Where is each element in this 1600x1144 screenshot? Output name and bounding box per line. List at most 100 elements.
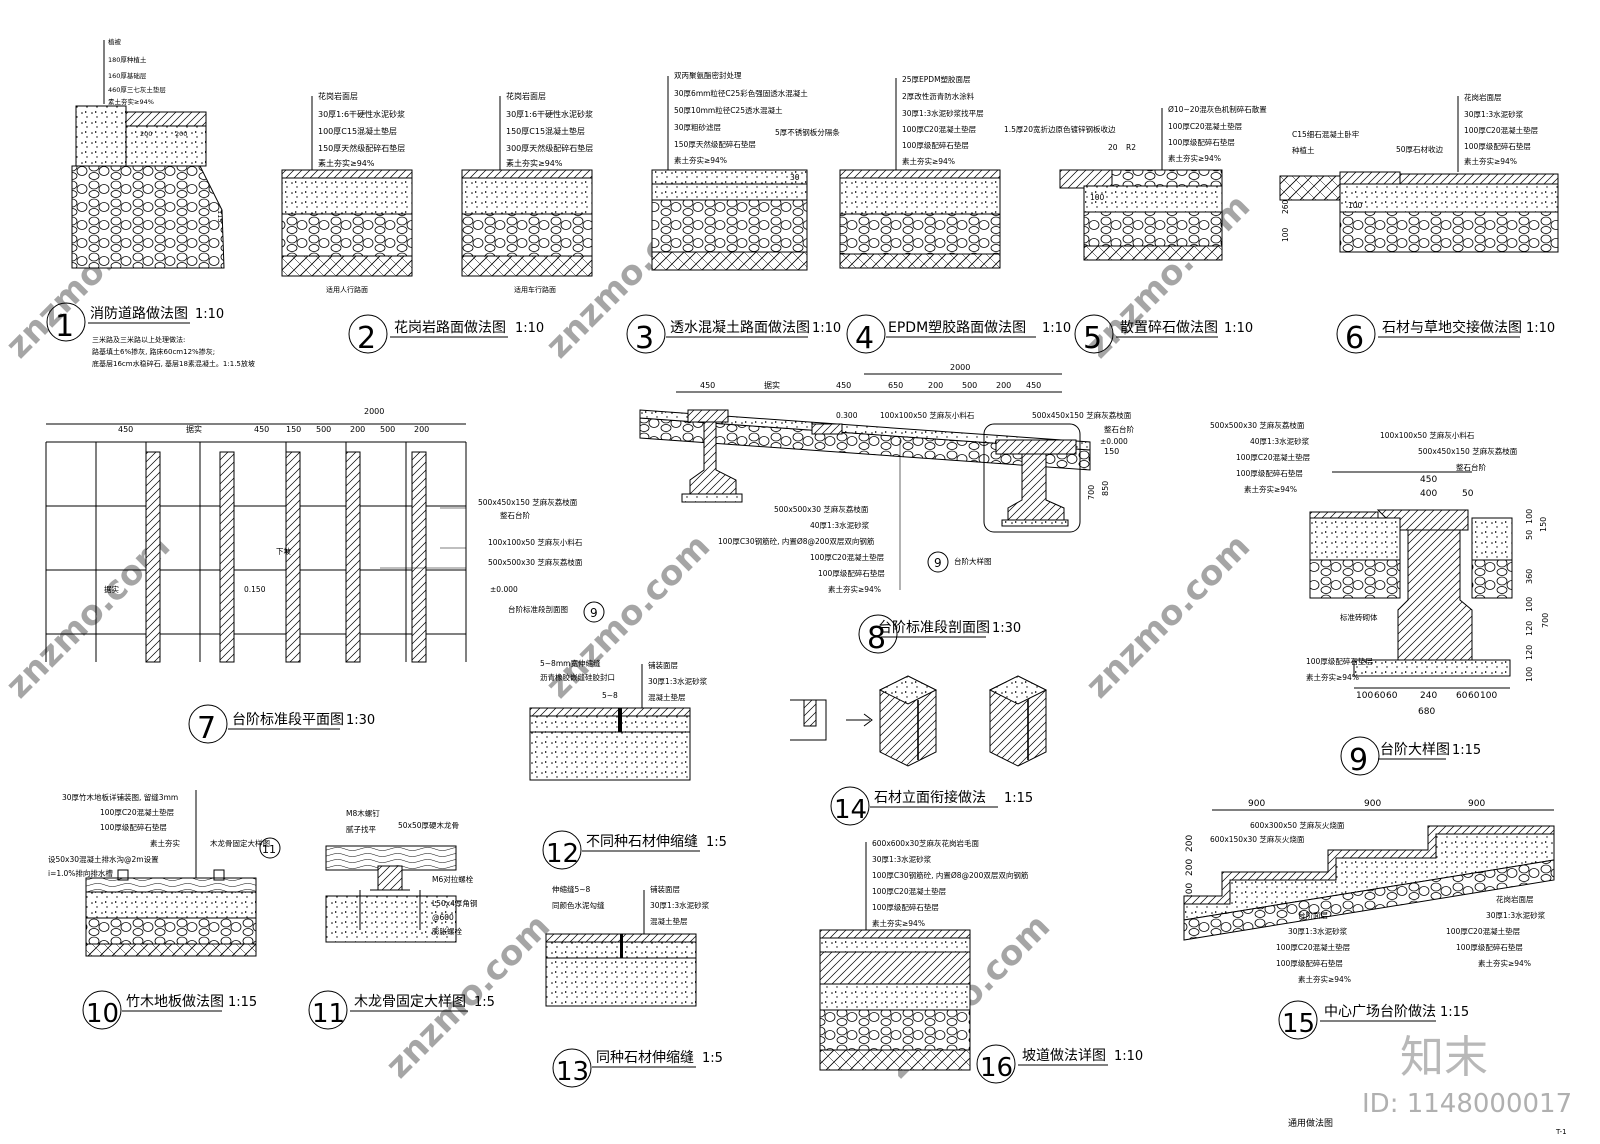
layer-label: 40厚1:3水泥砂浆: [1250, 436, 1310, 446]
layer-label: 100厚级配碎石垫层: [1306, 656, 1373, 666]
layer-label: 100厚C20混凝土垫层: [1464, 125, 1539, 135]
detail-scale: 1:5: [706, 835, 727, 850]
layer-label: 100厚级配碎石垫层: [902, 140, 969, 150]
dimension: 900: [1248, 799, 1265, 809]
detail-title: 石材立面衔接做法: [874, 789, 986, 806]
layer-label: 100厚C20混凝土垫层: [1276, 942, 1351, 952]
layer-label: 2厚改性沥青防水涂料: [902, 91, 975, 101]
layer-label: 100厚C15混凝土垫层: [318, 126, 397, 136]
callout-label: M8木螺钉: [346, 808, 380, 818]
level-mark: 据实: [104, 584, 119, 594]
detail-scale: 1:15: [1440, 1005, 1469, 1020]
layer-label: 160厚基础层: [108, 71, 147, 80]
layer-label: 花岗岩面层: [506, 91, 546, 101]
detail-scale: 1:15: [1004, 791, 1033, 806]
callout-label: 整石台阶: [1456, 462, 1486, 472]
dimension: 240: [1420, 691, 1437, 701]
dimension: 60: [1386, 691, 1398, 701]
detail-number: 2: [357, 321, 376, 356]
detail-scale: 1:30: [992, 621, 1021, 636]
dimension: 200: [140, 130, 152, 138]
callout-label: 600x150x30 芝麻灰火烧面: [1210, 834, 1305, 844]
layer-label: 素土夯实≥94%: [872, 918, 925, 928]
dimension: 450: [1026, 381, 1041, 390]
side-note: 50厚石材收边: [1396, 144, 1444, 154]
dimension: 100: [1090, 193, 1105, 202]
dimension: 60: [1456, 691, 1468, 701]
dimension: 900: [1468, 799, 1485, 809]
layer-label: 素土夯实≥94%: [1244, 484, 1297, 494]
dimension: 200: [414, 425, 429, 434]
detail-number: 8: [867, 621, 886, 656]
callout-label: 铺装面层: [648, 660, 678, 670]
layer-label: 30厚1:6干硬性水泥砂浆: [318, 109, 405, 119]
dimension: 120: [1525, 621, 1534, 636]
layer-label: 素土夯实≥94%: [1168, 153, 1221, 163]
side-note: C15细石混凝土卧牢: [1292, 129, 1360, 139]
detail-number: 16: [980, 1053, 1013, 1083]
detail-number: 13: [556, 1057, 589, 1087]
detail-11-joist-fixing: M8木螺钉 腻子找平 50x50厚硬木龙骨 M6对拉螺栓 L50x4厚角钢 @6…: [308, 808, 495, 1030]
sheet-name: 通用做法图: [1288, 1117, 1333, 1129]
detail-number: 3: [635, 321, 654, 356]
detail-4-epdm: 25厚EPDM塑胶面层 2厚改性沥青防水涂料 30厚1:3水泥砂浆找平层 100…: [839, 74, 1071, 356]
layer-label: 100厚级配碎石垫层: [1168, 137, 1235, 147]
dimension: 20: [1108, 143, 1118, 152]
dimension: 60: [1374, 691, 1386, 701]
detail-title: 台阶标准段剖面图: [878, 620, 990, 636]
detail-number: 4: [855, 321, 874, 356]
callout-label: 标准砖砌体: [1340, 612, 1378, 622]
dimension: 100: [1281, 227, 1290, 242]
detail-8-step-section: 450 据实 450 650 200 500 200 450 2000 150 …: [639, 363, 1134, 656]
dimension: 200: [928, 381, 943, 390]
detail-number: 7: [197, 711, 216, 746]
layer-label: 台阶面层: [1298, 910, 1328, 920]
detail-title: 台阶标准段平面图: [232, 712, 344, 728]
layer-label: 150厚天然级配碎石垫层: [674, 139, 756, 149]
layer-label: 30厚1:3水泥砂浆: [1288, 926, 1348, 936]
dimension: 450: [700, 381, 715, 390]
layer-label: 25厚EPDM塑胶面层: [902, 74, 971, 84]
layer-label: 素土夯实≥94%: [506, 158, 563, 168]
callout-label: 整石台阶: [500, 510, 530, 520]
layer-label: 100厚级配碎石垫层: [100, 822, 167, 832]
detail-title: 木龙骨固定大样图: [354, 994, 466, 1010]
callout-label: 铺装面层: [650, 884, 680, 894]
section-ref-label: 台阶标准段剖面图: [508, 604, 568, 614]
dimension: 700: [1541, 613, 1550, 628]
layer-label: 植被: [108, 37, 122, 46]
layer-label: 460厚三七灰土垫层: [108, 85, 166, 94]
layer-label: 40厚1:3水泥砂浆: [810, 520, 870, 530]
detail-scale: 1:10: [195, 307, 224, 322]
layer-label: 花岗岩面层: [1464, 92, 1502, 102]
sheet-code: T-1: [1555, 1128, 1567, 1136]
layer-label: 600x600x30芝麻灰花岗岩毛面: [872, 838, 980, 848]
detail-scale: 1:10: [812, 321, 841, 336]
callout-label: 500x450x150 芝麻灰荔枝面: [478, 497, 578, 507]
dimension: 900: [1364, 799, 1381, 809]
detail-title: 同种石材伸缩缝: [596, 1050, 694, 1066]
detail-title: 中心广场台阶做法: [1324, 1004, 1436, 1020]
layer-label: 100厚级配碎石垫层: [1464, 141, 1531, 151]
dimension: 150: [286, 425, 301, 434]
dimension: 360: [1525, 569, 1534, 584]
dimension: 450: [1420, 475, 1437, 485]
dimension: 700: [1087, 485, 1096, 500]
dimension: 680: [1418, 707, 1435, 717]
layer-label: 素土夯实≥94%: [1478, 958, 1531, 968]
detail-scale: 1:10: [1042, 321, 1071, 336]
detail-number: 11: [312, 999, 345, 1029]
layer-label: 素土夯实≥94%: [108, 97, 154, 106]
dimension: 260: [1281, 199, 1290, 214]
layer-label: 双丙聚氨酯密封处理: [674, 70, 742, 80]
callout-label: 100x100x50 芝麻灰小料石: [488, 537, 583, 547]
layer-label: 30厚粗砂滤层: [674, 122, 722, 132]
detail-title: 消防道路做法图: [90, 306, 188, 322]
dimension: 100: [1525, 597, 1534, 612]
dimension: 2000: [364, 407, 384, 416]
dimension: 200: [1185, 835, 1195, 852]
ref-number: 11: [262, 843, 276, 856]
ref-number: 9: [590, 606, 598, 620]
layer-label: 150厚C15混凝土垫层: [506, 126, 585, 136]
callout-label: 30厚1:3水泥砂浆: [650, 900, 710, 910]
